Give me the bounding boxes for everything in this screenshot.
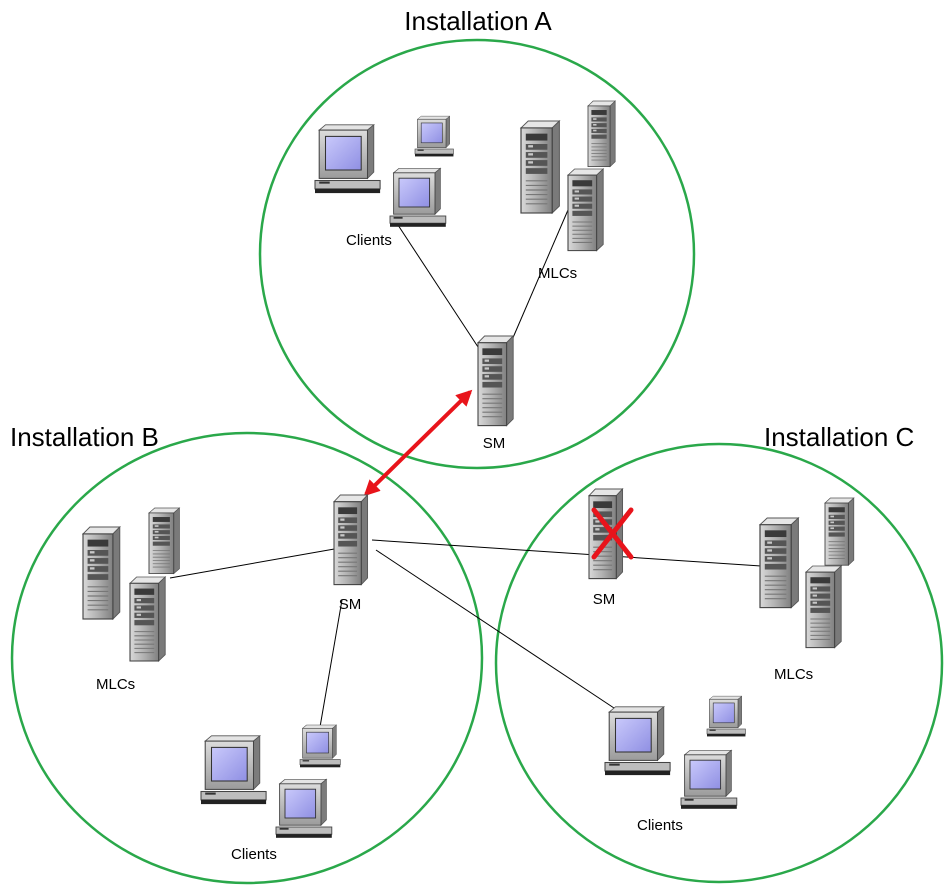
client-pc-icon <box>200 735 267 805</box>
installation-c-sm-label: SM <box>593 591 616 608</box>
link-a-mlcs-sm <box>511 209 569 341</box>
installation-a-sm-server-icon <box>477 335 514 427</box>
replication-arrow <box>363 389 473 497</box>
link-b-clients-sm <box>319 599 343 728</box>
server-icon <box>567 168 604 252</box>
installation-a-clients-label: Clients <box>346 232 392 249</box>
installation-c-title: Installation C <box>764 422 914 452</box>
installation-b-clients <box>200 724 341 839</box>
installation-a-mlcs <box>520 100 616 252</box>
installation-a-sm-label: SM <box>483 435 506 452</box>
installation-b-clients-label: Clients <box>231 846 277 863</box>
installation-b-sm-server-icon <box>333 494 369 586</box>
client-pc-icon <box>414 115 454 157</box>
installation-c-mlcs-label: MLCs <box>774 666 813 683</box>
connection-links <box>169 209 762 728</box>
installation-a-title: Installation A <box>404 6 552 36</box>
server-icon <box>587 100 616 168</box>
client-pc-icon <box>389 167 447 228</box>
client-pc-icon <box>275 778 333 839</box>
client-pc-icon <box>314 124 381 194</box>
installation-b-mlcs <box>82 507 180 662</box>
installation-b-title: Installation B <box>10 422 159 452</box>
server-icon <box>129 576 166 662</box>
link-b-sm-c-mlcs <box>371 539 762 567</box>
link-b-sm-c-clients <box>375 549 621 713</box>
link-a-clients-sm <box>395 221 481 351</box>
server-icon <box>148 507 180 575</box>
server-icon <box>82 526 121 620</box>
installation-c-sm-server-icon <box>588 488 624 580</box>
installation-a-circle <box>258 38 696 470</box>
installation-c-clients-label: Clients <box>637 817 683 834</box>
server-icon <box>520 120 561 214</box>
installation-b-mlcs-label: MLCs <box>96 676 135 693</box>
server-icon <box>824 497 855 566</box>
server-icon <box>805 565 842 649</box>
server-icon <box>759 517 800 609</box>
client-pc-icon <box>680 749 738 810</box>
installation-c-clients <box>604 695 746 810</box>
installation-a-clients <box>314 115 454 228</box>
installation-b-sm-label: SM <box>339 596 362 613</box>
failure-x-icon <box>591 507 634 560</box>
client-pc-icon <box>706 695 746 737</box>
installation-c-circle <box>494 442 944 884</box>
installation-b-circle <box>10 431 484 885</box>
client-pc-icon <box>299 724 341 768</box>
client-pc-icon <box>604 706 671 776</box>
link-b-mlcs-sm <box>169 547 341 579</box>
installation-c-mlcs <box>759 497 855 649</box>
installation-a-mlcs-label: MLCs <box>538 265 577 282</box>
